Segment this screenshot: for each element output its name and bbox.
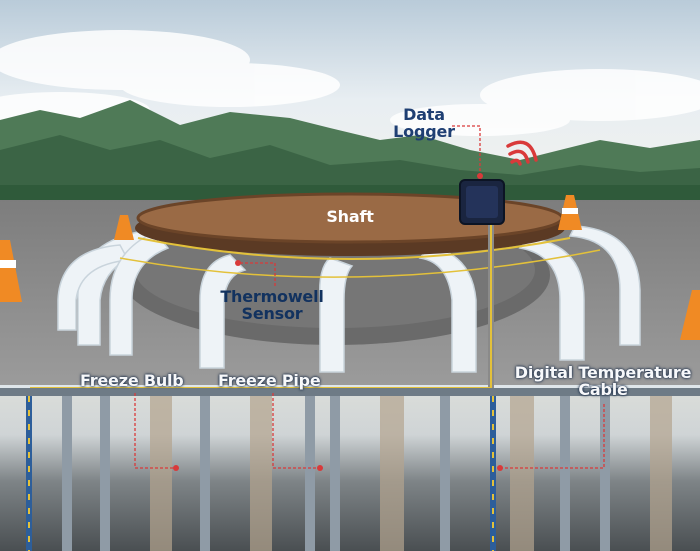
- underground-pipes: [62, 396, 610, 551]
- scene-shape: [250, 396, 272, 551]
- clouds: [0, 30, 700, 136]
- scene-shape: [680, 290, 700, 340]
- scene-shape: [452, 125, 481, 175]
- scene-shape: [380, 396, 404, 551]
- ring-cable: [137, 237, 571, 260]
- temperature-cables-underground: [26, 396, 496, 551]
- underground-band: [0, 388, 700, 396]
- ring-cable-2: [119, 249, 601, 278]
- label-freeze-bulb: Freeze Bulb: [80, 371, 184, 390]
- scene-shape: [109, 231, 170, 356]
- scene-shape: [500, 404, 605, 469]
- soil-columns: [150, 396, 672, 551]
- scene-shape: [114, 215, 134, 240]
- scene-shape: [466, 186, 498, 218]
- scene-shape: [650, 396, 672, 551]
- label-freeze-pipe: Freeze Pipe: [218, 371, 321, 390]
- scene-shape: [330, 396, 340, 551]
- scene-shape: [560, 396, 570, 551]
- scene-shape: [100, 396, 110, 551]
- scene-shape: [600, 396, 610, 551]
- scene-shape: [490, 396, 496, 551]
- scene-shape: [57, 244, 130, 331]
- traffic-cones: [0, 195, 700, 340]
- scene-shape: [150, 396, 172, 551]
- leader-dots: [173, 173, 503, 471]
- scene-shape: [318, 257, 354, 373]
- freeze-pipes: [57, 225, 641, 373]
- scene-shape: [0, 240, 22, 302]
- soil-profile: [0, 396, 700, 551]
- scene-shape: [562, 208, 578, 214]
- scene-shape: [62, 396, 72, 551]
- label-data-logger: Data Logger: [393, 105, 455, 141]
- scene-shape: [120, 63, 340, 107]
- wireless-signal: [506, 140, 538, 166]
- scene-shape: [390, 104, 570, 136]
- scene-shape: [305, 396, 315, 551]
- scene-shape: [440, 396, 450, 551]
- label-digital-temperature-cable: Digital Temperature Cable: [514, 363, 692, 399]
- scene-shape: [510, 396, 534, 551]
- scene-shape: [173, 465, 179, 471]
- scene-shape: [134, 393, 176, 469]
- leader-lines: [134, 125, 605, 469]
- scene-shape: [200, 396, 210, 551]
- scene-shape: [240, 262, 276, 286]
- label-thermowell-sensor: Thermowell Sensor: [220, 287, 324, 323]
- scene-shape: [568, 225, 641, 346]
- scene-shape: [26, 396, 32, 551]
- scene-shape: [272, 393, 320, 469]
- scene-shape: [477, 173, 483, 179]
- scene-shape: [508, 149, 530, 164]
- scene-shape: [317, 465, 323, 471]
- scene-shape: [235, 260, 241, 266]
- scene-shape: [0, 260, 16, 268]
- scene-shape: [497, 465, 503, 471]
- scene-shape: [510, 158, 522, 166]
- scene-shape: [506, 140, 538, 162]
- label-shaft: Shaft: [326, 207, 374, 226]
